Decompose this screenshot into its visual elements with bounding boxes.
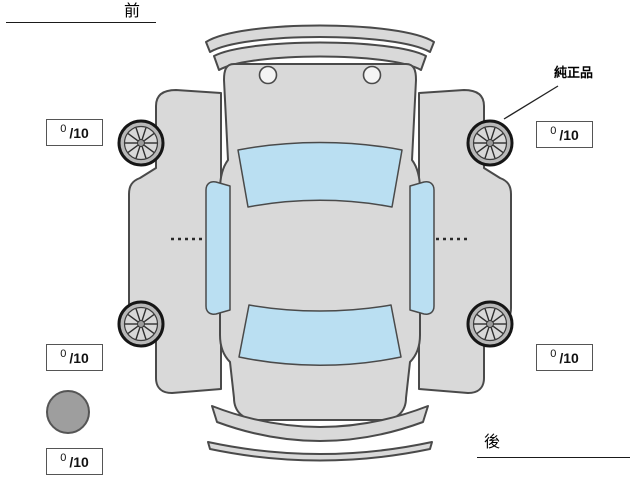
front-label-underline <box>6 22 156 23</box>
tire-rating-box-front-right: 0 /10 <box>536 121 593 148</box>
front-label: 前 <box>124 3 141 20</box>
rear-window <box>238 304 402 366</box>
spare-tire-icon <box>46 390 90 434</box>
rear-label-underline <box>477 457 630 458</box>
left-headlight-icon <box>258 65 278 85</box>
tire-rating-denominator: /10 <box>69 349 89 366</box>
rear-bumper <box>211 405 429 442</box>
front-bumper <box>213 41 427 71</box>
front-right-wheel-icon <box>466 119 514 167</box>
rear-left-wheel-icon <box>117 300 165 348</box>
front-left-wheel-icon <box>117 119 165 167</box>
tire-rating-box-rear-right: 0 /10 <box>536 344 593 371</box>
genuine-part-label: 純正品 <box>554 65 594 80</box>
rear-lower-strip <box>207 441 433 462</box>
rear-right-wheel-icon <box>466 300 514 348</box>
right-headlight-icon <box>362 65 382 85</box>
right-side-window <box>409 181 435 315</box>
tire-rating-denominator: /10 <box>559 126 579 143</box>
left-side-window <box>205 181 231 315</box>
rear-label: 後 <box>484 434 501 451</box>
tire-rating-denominator: /10 <box>69 124 89 141</box>
front-spoiler-strip <box>205 24 435 53</box>
tire-rating-value: 0 <box>60 122 67 135</box>
tire-rating-box-front-left: 0 /10 <box>46 119 103 146</box>
tire-rating-value: 0 <box>60 451 67 464</box>
tire-rating-value: 0 <box>60 347 67 360</box>
tire-rating-box-rear-left: 0 /10 <box>46 344 103 371</box>
car-body <box>219 63 421 421</box>
tire-rating-denominator: /10 <box>69 453 89 470</box>
genuine-part-leader-line <box>503 85 559 120</box>
tire-rating-denominator: /10 <box>559 349 579 366</box>
tire-rating-value: 0 <box>550 347 557 360</box>
tire-rating-value: 0 <box>550 124 557 137</box>
windshield-window <box>237 141 403 208</box>
tire-rating-box-spare: 0 /10 <box>46 448 103 475</box>
